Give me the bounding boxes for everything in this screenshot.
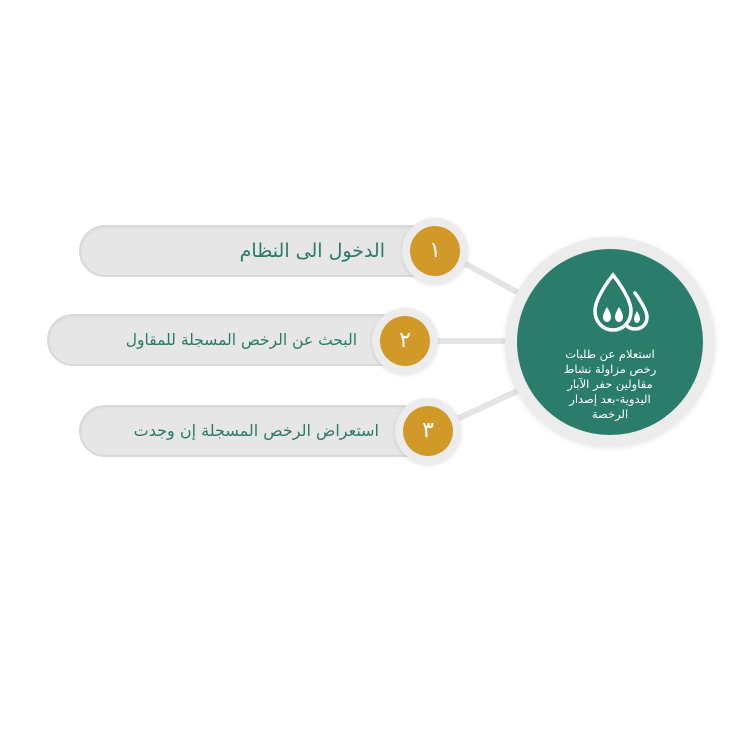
- step-2-number: ٢: [380, 316, 430, 366]
- connector-step-3: [453, 383, 530, 423]
- step-3-label: استعراض الرخص المسجلة إن وجدت: [133, 421, 379, 440]
- step-2-number-ring: ٢: [372, 308, 438, 374]
- step-3-number: ٣: [403, 406, 453, 456]
- step-1-label: الدخول الى النظام: [239, 240, 385, 262]
- hub-title-line-2: رخص مزاولة نشاط: [563, 362, 657, 376]
- hub-circle: استعلام عن طلبات رخص مزاولة نشاط مقاولين…: [517, 249, 703, 435]
- water-drops-icon: [593, 272, 649, 332]
- hub-title-line-4: اليدوية-بعد إصدار: [569, 392, 651, 406]
- hub-title: استعلام عن طلبات رخص مزاولة نشاط مقاولين…: [535, 347, 685, 422]
- step-2-pill: البحث عن الرخص المسجلة للمقاول: [47, 314, 409, 366]
- step-2-label: البحث عن الرخص المسجلة للمقاول: [125, 331, 357, 349]
- step-3-pill: استعراض الرخص المسجلة إن وجدت: [79, 405, 431, 457]
- hub-title-line-3: مقاولين حفر الآبار: [567, 377, 653, 391]
- step-3-number-ring: ٣: [395, 398, 461, 464]
- hub-ring: استعلام عن طلبات رخص مزاولة نشاط مقاولين…: [505, 237, 715, 447]
- step-1-number-ring: ١: [402, 218, 468, 284]
- hub-title-line-1: استعلام عن طلبات: [565, 347, 655, 361]
- hub-title-line-5: الرخصة: [591, 407, 629, 421]
- step-1-pill: الدخول الى النظام: [79, 225, 439, 277]
- step-1-number: ١: [410, 226, 460, 276]
